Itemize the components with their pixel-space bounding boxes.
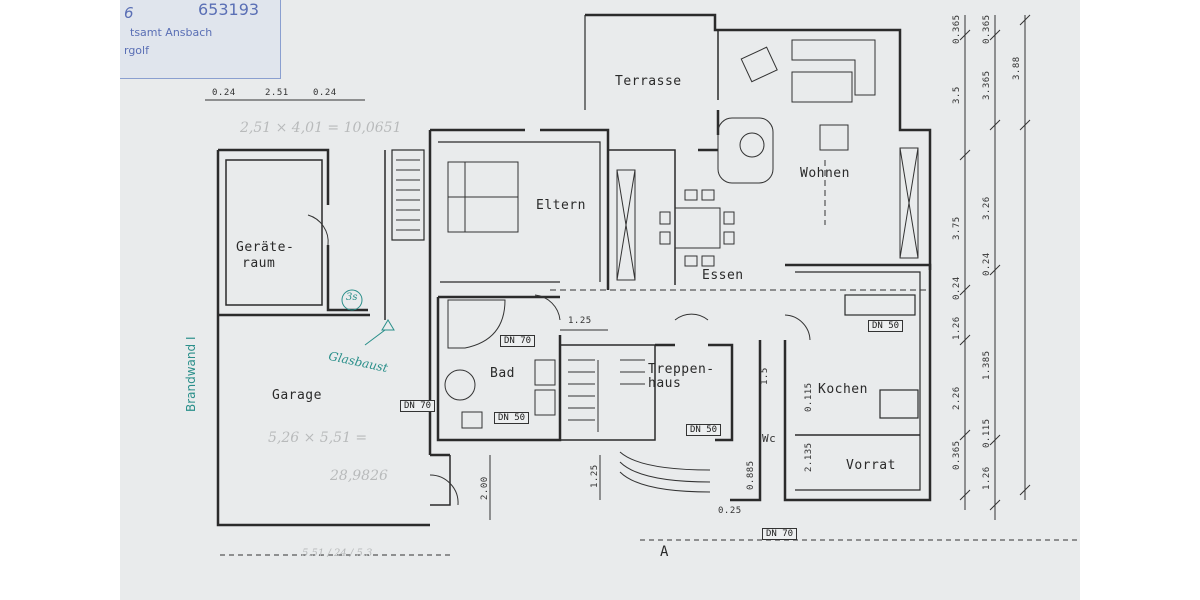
room-label-treppen-2: haus bbox=[648, 376, 682, 391]
dim-wc-0885: 0.885 bbox=[746, 460, 756, 490]
dim-right-a3: 3.75 bbox=[952, 216, 962, 240]
handwritten-area-garage-2: 28,9826 bbox=[330, 468, 388, 484]
floor-plan-drawing bbox=[205, 13, 1080, 556]
stamp-prefix: 6 bbox=[124, 4, 134, 22]
wall-geraete-top bbox=[218, 148, 330, 205]
pipe-dn50-treppe: DN 50 bbox=[686, 424, 722, 436]
pipe-dn50-bad: DN 50 bbox=[494, 412, 530, 424]
dim-top-left: 0.24 bbox=[212, 88, 236, 98]
dim-right-a4: 0.24 bbox=[952, 276, 962, 300]
pipe-dn70-bottom: DN 70 bbox=[762, 528, 798, 540]
dim-right-a6: 2.26 bbox=[952, 386, 962, 410]
room-label-essen: Essen bbox=[702, 268, 744, 283]
room-label-eltern: Eltern bbox=[536, 198, 586, 213]
dim-right-a5: 1.26 bbox=[952, 316, 962, 340]
stamp-line3: rgolf bbox=[124, 44, 149, 57]
dim-top-mid: 2.51 bbox=[265, 88, 289, 98]
room-label-kochen: Kochen bbox=[818, 382, 868, 397]
authority-stamp: 6 653193 tsamt Ansbach rgolf bbox=[120, 0, 281, 79]
dim-right-b7: 1.26 bbox=[982, 466, 992, 490]
dim-top-right: 0.24 bbox=[313, 88, 337, 98]
handwritten-bottom-notes: 5.51 / 24 / 5.3 bbox=[302, 548, 373, 559]
handwritten-3s: 3s bbox=[346, 292, 358, 303]
dim-entry-depth: 2.00 bbox=[480, 476, 490, 500]
dim-right-c1: 3.88 bbox=[1012, 56, 1022, 80]
stair-lines-main bbox=[568, 359, 645, 432]
dim-right-b6: 0.24 bbox=[982, 252, 992, 276]
plan-sheet: 6 653193 tsamt Ansbach rgolf bbox=[120, 0, 1080, 600]
pipe-dn70-bad: DN 70 bbox=[500, 335, 536, 347]
dim-kochen-0115: 0.115 bbox=[804, 382, 814, 412]
room-label-bad: Bad bbox=[490, 366, 515, 381]
dim-right-b1: 0.365 bbox=[982, 14, 992, 44]
stamp-number: 653193 bbox=[198, 0, 260, 19]
dim-stair-width: 1.25 bbox=[568, 316, 592, 326]
dim-right-a2: 3.5 bbox=[952, 86, 962, 104]
dim-right-b3: 3.26 bbox=[982, 196, 992, 220]
dim-kochen-2135: 2.135 bbox=[804, 442, 814, 472]
room-label-geraete-2: raum bbox=[242, 256, 276, 271]
dim-right-a7: 0.365 bbox=[952, 440, 962, 470]
dim-right-a1: 0.365 bbox=[952, 14, 962, 44]
room-label-garage: Garage bbox=[272, 388, 322, 403]
handwritten-area-garage-1: 5,26 × 5,51 = bbox=[268, 430, 368, 446]
wall-garage-left-bottom bbox=[216, 150, 430, 527]
handwritten-brandwand: Brandwand I bbox=[184, 336, 198, 413]
room-label-terrasse: Terrasse bbox=[615, 74, 682, 89]
dim-bottom-025: 0.25 bbox=[718, 506, 742, 516]
dim-wc-15: 1.5 bbox=[760, 367, 770, 385]
room-label-vorrat: Vorrat bbox=[846, 458, 896, 473]
room-label-wohnen: Wohnen bbox=[800, 166, 850, 181]
dim-step-width: 1.25 bbox=[590, 464, 600, 488]
room-label-treppen-1: Treppen- bbox=[648, 362, 715, 377]
room-label-geraete-1: Geräte- bbox=[236, 240, 295, 255]
pipe-dn50-kochen: DN 50 bbox=[868, 320, 904, 332]
section-mark: A bbox=[660, 544, 669, 560]
dim-right-b4: 1.385 bbox=[982, 350, 992, 380]
dim-right-b2: 3.365 bbox=[982, 70, 992, 100]
room-label-wc: Wc bbox=[762, 432, 777, 445]
dim-right-b5: 0.115 bbox=[982, 418, 992, 448]
pipe-dn70-left: DN 70 bbox=[400, 400, 436, 412]
handwritten-area-top: 2,51 × 4,01 = 10,0651 bbox=[240, 120, 402, 136]
stair-lines-side bbox=[396, 159, 420, 231]
stamp-authority: tsamt Ansbach bbox=[130, 26, 213, 39]
